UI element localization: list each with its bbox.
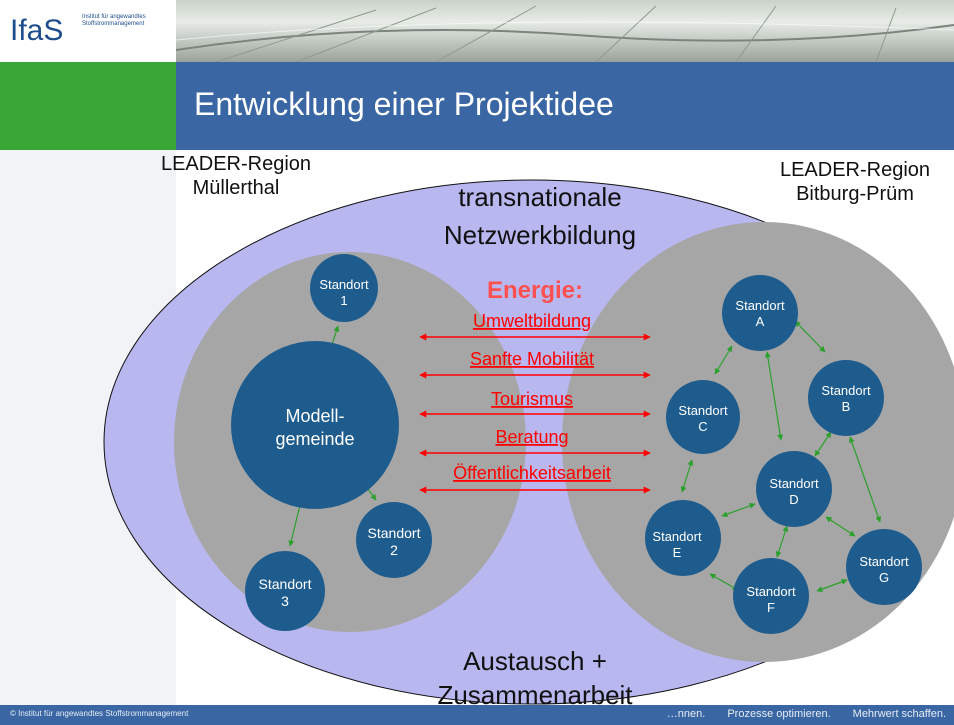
node-standort-c: Standort C [666, 380, 740, 454]
footer-slogan-part-1: …nnen. [666, 708, 706, 720]
link-F-G [816, 579, 848, 592]
node-standort-d-line2: D [789, 492, 798, 507]
node-standort-c-line1: Standort [678, 403, 728, 418]
topic-tourismus-label: Tourismus [491, 389, 573, 409]
center-top-line2: Netzwerkbildung [444, 220, 636, 250]
footer-slogan-part-3: Mehrwert schaffen. [852, 708, 946, 720]
footer-slogan-part-2: Prozesse optimieren. [727, 708, 831, 720]
region-right: LEADER-Region Bitburg-Prüm [760, 158, 950, 206]
node-standort-e-line1: Standort [652, 529, 702, 544]
logo-subtext: Institut für angewandtes Stoffstrommanag… [82, 14, 146, 27]
center-bottom-line1: Austausch + [463, 646, 607, 676]
topic-sanfte-mobilitaet: Sanfte Mobilität [419, 349, 651, 379]
node-standort-a-line1: Standort [735, 298, 785, 313]
topic-oeffentlichkeitsarbeit: Öffentlichkeitsarbeit [419, 463, 651, 494]
link-C-E [680, 459, 694, 493]
node-standort-1: Standort 1 [310, 254, 378, 322]
node-standort-a: Standort A [722, 275, 798, 351]
node-standort-b: Standort B [808, 360, 884, 436]
link-A-B [794, 320, 826, 353]
diagram: Standort 1 Modell- gemeinde Standort 2 S… [103, 179, 954, 705]
node-standort-g: Standort G [846, 529, 922, 605]
node-modellgemeinde-line1: Modell- [285, 406, 344, 426]
center-top-line1: transnationale [458, 182, 621, 212]
node-standort-3: Standort 3 [245, 551, 325, 631]
link-D-E [721, 503, 756, 517]
node-standort-d-line1: Standort [769, 476, 819, 491]
header-photo-art [176, 5, 954, 62]
node-standort-d: Standort D [756, 451, 832, 527]
link-D-F [775, 525, 789, 558]
node-standort-2-line1: Standort [368, 525, 421, 541]
link-A-C [714, 345, 733, 375]
footer-slogan: …nnen. Prozesse optimieren. Mehrwert schaf… [667, 708, 946, 720]
topic-umweltbildung: Umweltbildung [419, 311, 651, 341]
energy-heading: Energie: [487, 277, 583, 304]
title-bar: Entwicklung einer Projektidee [176, 62, 954, 150]
topic-sanfte-mobilitaet-label: Sanfte Mobilität [470, 349, 594, 369]
accent-block [0, 62, 176, 150]
link-D-G [825, 516, 856, 537]
node-standort-1-line1: Standort [319, 277, 369, 292]
region-left-line2: Müllerthal [192, 177, 280, 199]
topic-oeffentlichkeitsarbeit-label: Öffentlichkeitsarbeit [453, 463, 611, 483]
region-right-line1: LEADER-Region [779, 159, 931, 181]
header-photo [176, 0, 954, 62]
node-standort-2-line2: 2 [390, 542, 398, 558]
region-right-line2: Bitburg-Prüm [796, 183, 914, 205]
node-standort-c-line2: C [698, 419, 707, 434]
node-standort-1-line2: 1 [340, 293, 347, 308]
link-E-F [709, 573, 739, 591]
topic-umweltbildung-label: Umweltbildung [473, 311, 591, 331]
topic-beratung-label: Beratung [495, 427, 568, 447]
node-modellgemeinde: Modell- gemeinde [231, 341, 399, 509]
node-standort-e: Standort E [645, 500, 721, 576]
center-bottom-line2: Zusammenarbeit [437, 680, 633, 705]
node-standort-3-line2: 3 [281, 593, 289, 609]
logo-text: IfaS [10, 14, 64, 47]
footer-copyright: © Institut für angewandtes Stoffstromman… [10, 709, 189, 718]
region-left-line1: LEADER-Region [160, 153, 312, 175]
node-standort-3-line1: Standort [259, 576, 312, 592]
node-standort-a-line2: A [756, 314, 765, 329]
node-standort-b-line2: B [842, 399, 851, 414]
footer: © Institut für angewandtes Stoffstromman… [0, 705, 954, 725]
node-standort-g-line2: G [879, 570, 889, 585]
region-left: LEADER-Region Müllerthal [136, 152, 336, 200]
link-B-D [814, 431, 832, 457]
page-title: Entwicklung einer Projektidee [194, 86, 614, 122]
link-B-G [848, 436, 882, 523]
node-standort-f: Standort F [733, 558, 809, 634]
node-standort-b-line1: Standort [821, 383, 871, 398]
link-A-D [764, 351, 784, 441]
node-standort-f-line2: F [767, 600, 775, 615]
node-standort-f-line1: Standort [746, 584, 796, 599]
node-standort-2: Standort 2 [356, 502, 432, 578]
node-modellgemeinde-line2: gemeinde [275, 429, 354, 449]
topic-tourismus: Tourismus [419, 389, 651, 418]
logo: IfaS Institut für angewandtes Stoffstrom… [0, 0, 176, 62]
node-standort-e-line2: E [673, 545, 682, 560]
node-standort-g-line1: Standort [859, 554, 909, 569]
topic-beratung: Beratung [419, 427, 651, 457]
